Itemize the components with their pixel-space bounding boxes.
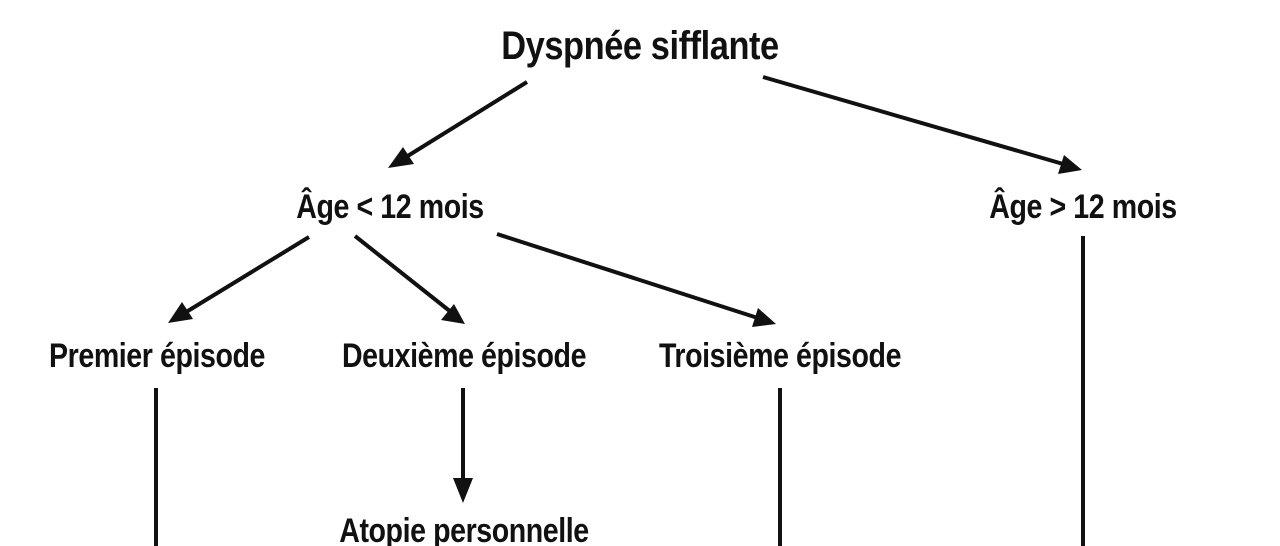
node-first-episode: Premier épisode (49, 337, 265, 375)
node-dyspnee-sifflante: Dyspnée sifflante (501, 24, 779, 68)
arrowhead-second-episode (441, 304, 465, 324)
arrowhead-third-episode (752, 308, 776, 327)
arrowhead-age-under-12 (388, 147, 414, 168)
edge-age-to-third-episode (496, 232, 765, 322)
edge-age-to-first-episode (176, 235, 311, 319)
arrowhead-first-episode (168, 302, 193, 323)
edge-root-to-age-under-12 (396, 80, 529, 164)
arrowhead-atopy (453, 478, 473, 503)
node-personal-atopy: Atopie personnelle (339, 512, 589, 546)
node-age-under-12-months: Âge < 12 mois (296, 188, 484, 226)
node-second-episode: Deuxième épisode (341, 337, 587, 375)
edge-age-to-second-episode (353, 234, 458, 318)
edge-root-to-age-over-12 (762, 75, 1071, 168)
arrowhead-age-over-12 (1058, 155, 1082, 174)
node-third-episode: Troisième épisode (658, 337, 902, 375)
node-age-over-12-months: Âge > 12 mois (989, 188, 1177, 226)
